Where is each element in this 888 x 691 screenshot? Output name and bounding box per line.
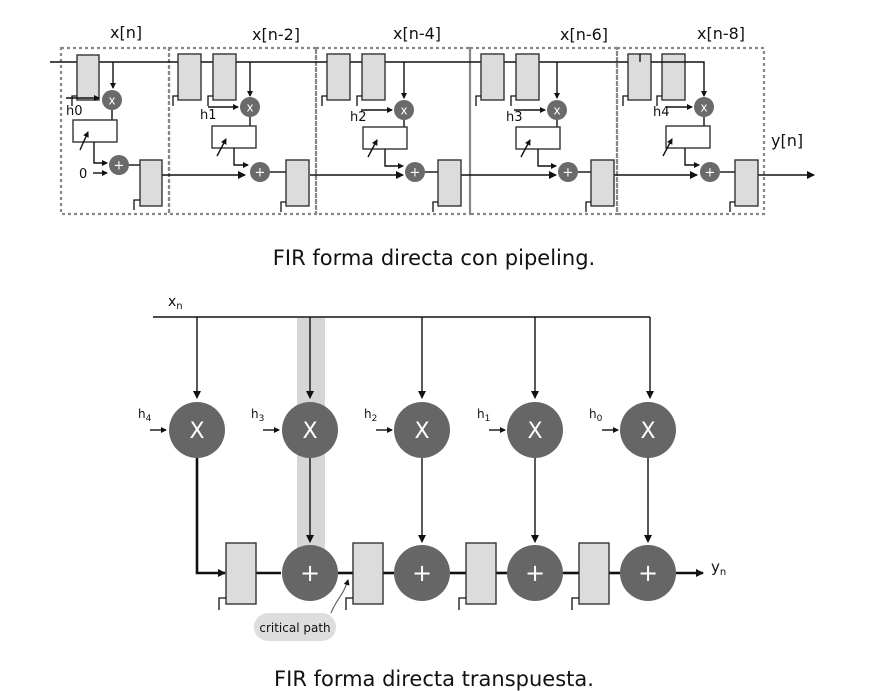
- coef-h3-label: h3: [506, 110, 523, 125]
- critical-path-label: critical path: [259, 621, 330, 635]
- coef-h3-label: h3: [251, 407, 264, 424]
- adder-node: [282, 545, 338, 601]
- delay-register: [661, 53, 686, 101]
- pipelined-fir-diagram: x + 0 h0 x + h1 x[n-2]: [50, 23, 815, 216]
- adder-node: [250, 162, 270, 182]
- output-label: yn: [711, 558, 726, 578]
- input-label: xn: [168, 294, 183, 312]
- stage-box: [59, 46, 171, 216]
- stage-box: [167, 46, 318, 216]
- coef-h1-label: h1: [477, 407, 490, 424]
- pipeline-register: [211, 125, 257, 149]
- multiplier-symbol: x: [246, 101, 253, 115]
- delay-register: [515, 53, 540, 101]
- delay-register: [578, 542, 610, 605]
- multiplier-symbol: x: [400, 104, 407, 118]
- delay-register: [361, 53, 386, 101]
- critical-path-badge: [254, 613, 336, 641]
- adder-symbol: +: [563, 166, 574, 181]
- multiplier-node: [694, 97, 714, 117]
- transposed-fir-diagram: X X X X X + + + +: [138, 294, 726, 641]
- tap-label: x[n]: [110, 23, 142, 42]
- zero-label: 0: [79, 167, 87, 182]
- multiplier-node: [394, 100, 414, 120]
- coef-h4-label: h4: [653, 105, 670, 120]
- delay-register: [212, 53, 237, 101]
- tap-label: x[n-2]: [252, 25, 300, 44]
- bottom-caption: FIR forma directa transpuesta.: [274, 667, 594, 691]
- multiplier-node: [620, 402, 676, 458]
- multiplier-symbol: x: [700, 101, 707, 115]
- pipeline-register: [72, 119, 118, 143]
- adder-node: [405, 162, 425, 182]
- multiplier-symbol: x: [553, 104, 560, 118]
- coef-h1-label: h1: [200, 108, 217, 123]
- adder-symbol: +: [255, 166, 266, 181]
- multiplier-node: [282, 402, 338, 458]
- multiplier-node: [394, 402, 450, 458]
- adder-node: [507, 545, 563, 601]
- adder-node: [558, 162, 578, 182]
- delay-register: [177, 53, 202, 101]
- tap-label: x[n-6]: [560, 25, 608, 44]
- delay-register: [326, 53, 351, 101]
- stage-box: [615, 46, 766, 216]
- adder-node: [700, 162, 720, 182]
- multiplier-node: [102, 90, 122, 110]
- pipeline-register: [362, 126, 408, 150]
- multiplier-symbol: x: [108, 94, 115, 108]
- adder-symbol: +: [410, 166, 421, 181]
- adder-symbol: +: [300, 559, 320, 587]
- multiplier-node: [547, 100, 567, 120]
- adder-symbol: +: [412, 559, 432, 587]
- multiplier-symbol: X: [302, 419, 317, 444]
- delay-register: [590, 159, 615, 207]
- multiplier-node: [169, 402, 225, 458]
- delay-register: [285, 159, 310, 207]
- pipeline-register: [515, 126, 561, 150]
- adder-node: [620, 545, 676, 601]
- coef-h0-label: h0: [66, 104, 83, 119]
- adder-symbol: +: [114, 159, 125, 174]
- multiplier-symbol: X: [640, 419, 655, 444]
- pipeline-register: [665, 125, 711, 149]
- critical-path-arrow: [330, 579, 350, 614]
- delay-register: [225, 542, 257, 605]
- multiplier-node: [240, 97, 260, 117]
- coef-h2-label: h2: [364, 407, 377, 424]
- delay-register: [437, 159, 462, 207]
- multiplier-symbol: X: [414, 419, 429, 444]
- adder-symbol: +: [705, 166, 716, 181]
- multiplier-symbol: X: [189, 419, 204, 444]
- adder-symbol: +: [638, 559, 658, 587]
- adder-node: [109, 155, 129, 175]
- top-caption: FIR forma directa con pipeling.: [273, 246, 595, 270]
- delay-register: [76, 54, 100, 101]
- coef-h2-label: h2: [350, 110, 367, 125]
- adder-node: [394, 545, 450, 601]
- delay-register: [352, 542, 384, 605]
- tap-label: x[n-4]: [393, 24, 441, 43]
- coef-h0-label: h0: [589, 407, 603, 424]
- delay-register: [480, 53, 505, 101]
- delay-register: [465, 542, 497, 605]
- multiplier-node: [507, 402, 563, 458]
- delay-register: [139, 159, 163, 207]
- adder-symbol: +: [525, 559, 545, 587]
- delay-register: [734, 159, 759, 207]
- coef-h4-label: h4: [138, 407, 152, 424]
- output-label: y[n]: [771, 131, 803, 150]
- multiplier-symbol: X: [527, 419, 542, 444]
- tap-label: x[n-8]: [697, 24, 745, 43]
